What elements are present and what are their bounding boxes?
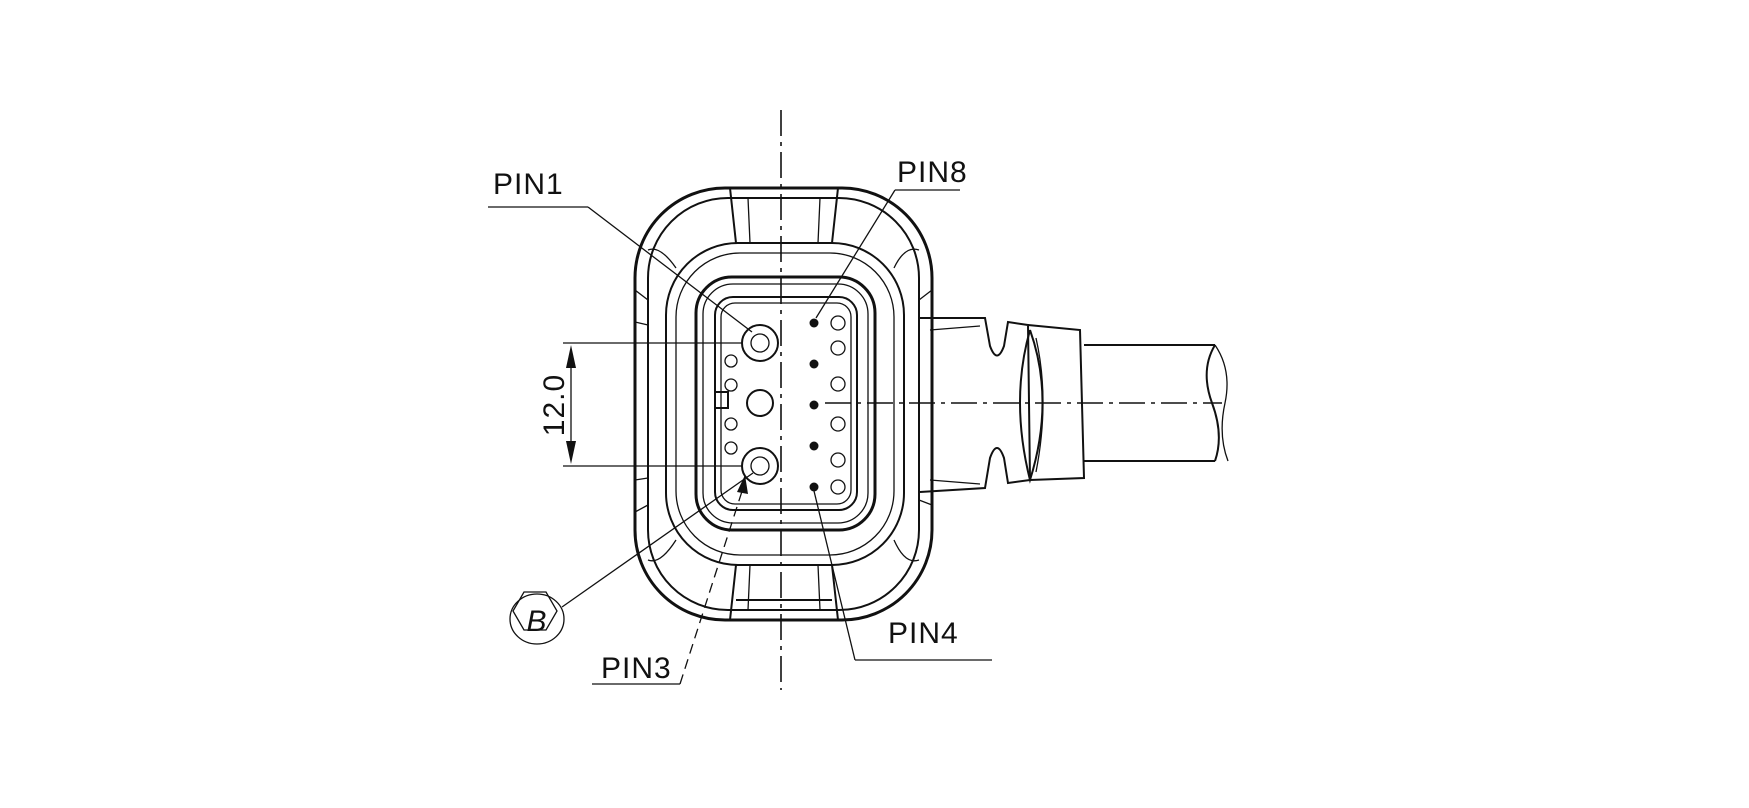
side-rib-left: [634, 289, 649, 513]
signal-pin: [809, 318, 819, 328]
cavity: [830, 376, 846, 392]
arrow-bottom: [566, 441, 576, 464]
cavity: [724, 417, 738, 431]
pin1-label: PIN1: [493, 168, 564, 201]
right-cavities: [830, 315, 846, 495]
signal-pin: [809, 359, 819, 369]
detail-b-balloon: [512, 591, 558, 631]
pin3-leader: [679, 481, 746, 685]
corner-curve-tl: [647, 248, 677, 269]
cavity: [830, 416, 846, 432]
signal-pins: [809, 318, 819, 492]
key-slot: [715, 391, 729, 409]
pin3-label: PIN3: [601, 652, 672, 685]
dimension-12: 12.0: [538, 342, 742, 467]
housing-outer: [633, 186, 934, 622]
dimension-text: 12.0: [538, 374, 571, 436]
cavity: [724, 354, 738, 368]
pin3-arrow: [737, 475, 748, 494]
pin1-outer: [741, 324, 779, 362]
corner-curve-bl: [647, 539, 677, 562]
cavity: [830, 479, 846, 495]
callouts: PIN1 PIN8 PIN3 PIN4 B: [488, 156, 992, 685]
bottom-latch: [729, 564, 839, 621]
pin1-leader: [587, 206, 753, 333]
pin8-label: PIN8: [897, 156, 968, 189]
corner-curve-br: [893, 539, 920, 562]
signal-pin: [809, 441, 819, 451]
arrow-top: [566, 345, 576, 368]
pin3-outer: [741, 447, 779, 485]
cavity: [830, 340, 846, 356]
housing-middle-2: [675, 252, 895, 556]
nut-bead: [1019, 329, 1044, 484]
pin4-leader: [813, 490, 856, 661]
strain-relief: [919, 317, 1032, 493]
large-pins: [741, 324, 779, 485]
pin4-label: PIN4: [888, 617, 959, 650]
pin8-leader: [815, 189, 896, 319]
housing-outer-2: [647, 197, 920, 611]
connector-housing: [633, 186, 934, 622]
cavity: [830, 452, 846, 468]
signal-pin: [809, 482, 819, 492]
cable-assembly: [919, 317, 1229, 493]
top-latch-inner: [747, 197, 821, 244]
side-rib-right: [918, 289, 933, 506]
strain-relief-inner: [929, 325, 981, 485]
detail-b-leader: [561, 472, 754, 608]
cavity: [830, 315, 846, 331]
cable-nut: [1027, 324, 1086, 481]
pin1-inner: [750, 333, 770, 353]
cable-break-2: [1214, 344, 1229, 462]
corner-curve-tr: [893, 248, 920, 269]
signal-pin: [809, 400, 819, 410]
cavity: [724, 378, 738, 392]
pin-middle: [746, 389, 774, 417]
left-cavities: [724, 354, 738, 455]
bottom-latch-inner: [747, 564, 821, 611]
top-latch: [729, 187, 839, 244]
pin3-inner: [750, 456, 770, 476]
detail-b-balloon-round: [509, 593, 565, 645]
detail-b-label: B: [526, 605, 547, 638]
cavity: [724, 441, 738, 455]
